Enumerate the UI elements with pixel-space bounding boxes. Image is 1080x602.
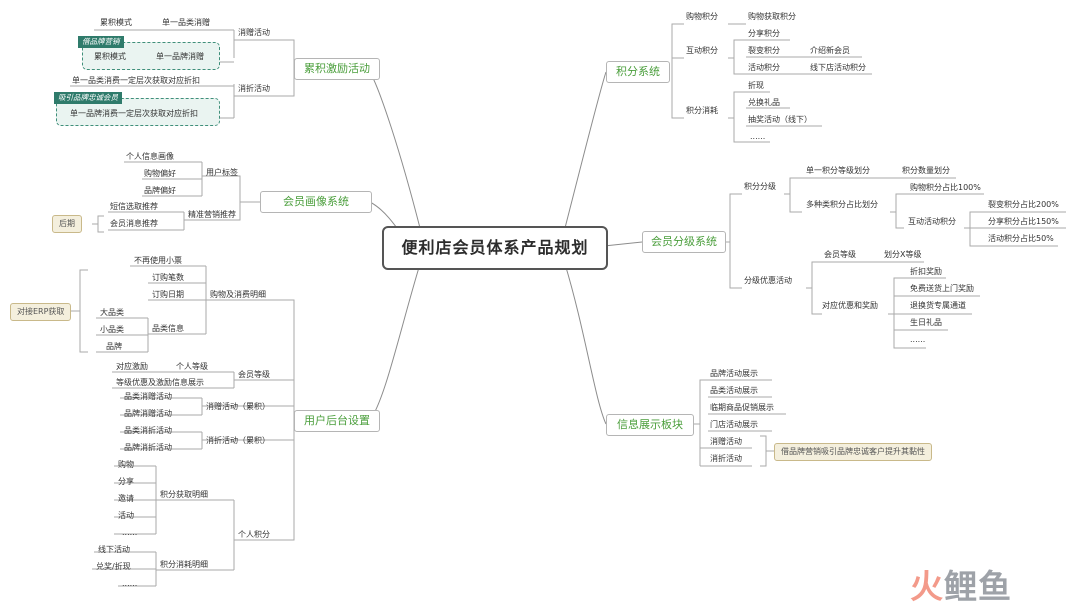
node-purchase[interactable]: 购物及消费明细 bbox=[210, 290, 266, 299]
node-points-division[interactable]: 积分分级 bbox=[744, 182, 776, 191]
node-purchase-item[interactable]: 订购笔数 bbox=[152, 273, 184, 282]
node-discount-activity[interactable]: 消折活动 bbox=[238, 84, 270, 93]
node-earn-item[interactable]: 活动 bbox=[118, 511, 134, 520]
node-purchase-item[interactable]: 订购日期 bbox=[152, 290, 184, 299]
watermark-logo: 火鲤鱼 bbox=[910, 567, 1012, 602]
node-user-tag-item[interactable]: 购物偏好 bbox=[144, 169, 176, 178]
node-category-item[interactable]: 品牌 bbox=[106, 342, 122, 351]
node-interact-item[interactable]: 分享积分 bbox=[748, 29, 780, 38]
node-display-item[interactable]: 品类活动展示 bbox=[710, 386, 758, 395]
node-category[interactable]: 品类信息 bbox=[152, 324, 184, 333]
node-gift-activity[interactable]: 消赠活动 bbox=[238, 28, 270, 37]
node-gift-item[interactable]: 累积模式 bbox=[100, 18, 132, 27]
node-consume-item[interactable]: 抽奖活动（线下） bbox=[748, 115, 812, 124]
node-interact-item[interactable]: 介绍新会员 bbox=[810, 46, 850, 55]
node-category-item[interactable]: 小品类 bbox=[100, 325, 124, 334]
node-personal-points[interactable]: 个人积分 bbox=[238, 530, 270, 539]
node-earn-item[interactable]: 邀请 bbox=[118, 494, 134, 503]
node-consume-item[interactable]: ...... bbox=[750, 132, 766, 141]
node-user-tag[interactable]: 用户标签 bbox=[206, 168, 238, 177]
node-level-item[interactable]: 对应激励 bbox=[116, 362, 148, 371]
node-earn-detail[interactable]: 积分获取明细 bbox=[160, 490, 208, 499]
node-earn-item[interactable]: 分享 bbox=[118, 477, 134, 486]
tag-brand-marketing: 借品牌营销 bbox=[78, 36, 124, 48]
node-display-item[interactable]: 门店活动展示 bbox=[710, 420, 758, 429]
node-marketing-item[interactable]: 会员消息推荐 bbox=[110, 219, 158, 228]
node-reward-item[interactable]: 退换货专属通道 bbox=[910, 301, 966, 310]
node-backend-discount[interactable]: 消折活动（累积） bbox=[206, 436, 270, 445]
node-consume-item[interactable]: 折现 bbox=[748, 81, 764, 90]
node-reward-item[interactable]: 免费送货上门奖励 bbox=[910, 284, 974, 293]
topic-portrait[interactable]: 会员画像系统 bbox=[260, 191, 372, 213]
topic-incentive[interactable]: 累积激励活动 bbox=[294, 58, 380, 80]
node-single-division-item[interactable]: 积分数量划分 bbox=[902, 166, 950, 175]
node-member-level[interactable]: 会员等级 bbox=[824, 250, 856, 259]
label-display-note: 借品牌营销吸引品牌忠诚客户提升其黏性 bbox=[774, 443, 932, 461]
node-discount-item[interactable]: 单一品牌消费一定层次获取对应折扣 bbox=[70, 109, 198, 118]
node-interact-item[interactable]: 活动积分 bbox=[748, 63, 780, 72]
node-spend-item[interactable]: 线下活动 bbox=[98, 545, 130, 554]
node-backend-discount-item[interactable]: 品类消折活动 bbox=[124, 426, 172, 435]
node-earn-item[interactable]: 购物 bbox=[118, 460, 134, 469]
node-gift-item[interactable]: 单一品牌消赠 bbox=[156, 52, 204, 61]
node-consume-points[interactable]: 积分消耗 bbox=[686, 106, 718, 115]
node-level[interactable]: 会员等级 bbox=[238, 370, 270, 379]
node-multi-item[interactable]: 活动积分占比50% bbox=[988, 234, 1054, 243]
node-category-item[interactable]: 大品类 bbox=[100, 308, 124, 317]
node-consume-item[interactable]: 兑换礼品 bbox=[748, 98, 780, 107]
node-display-item[interactable]: 消折活动 bbox=[710, 454, 742, 463]
node-discount-item[interactable]: 单一品类消费一定层次获取对应折扣 bbox=[72, 76, 200, 85]
node-multi-division[interactable]: 多种类积分占比划分 bbox=[806, 200, 878, 209]
node-level-item[interactable]: 等级优惠及激励信息展示 bbox=[116, 378, 204, 387]
node-reward-item[interactable]: 生日礼品 bbox=[910, 318, 942, 327]
node-backend-gift-item[interactable]: 品牌消赠活动 bbox=[124, 409, 172, 418]
node-shop-points[interactable]: 购物积分 bbox=[686, 12, 718, 21]
node-interact-points[interactable]: 互动积分 bbox=[686, 46, 718, 55]
tag-loyal-members: 吸引品牌忠诚会员 bbox=[54, 92, 122, 104]
topic-display[interactable]: 信息展示板块 bbox=[606, 414, 694, 436]
node-purchase-item[interactable]: 不再使用小票 bbox=[134, 256, 182, 265]
node-gift-item[interactable]: 单一品类消赠 bbox=[162, 18, 210, 27]
node-backend-discount-item[interactable]: 品牌消折活动 bbox=[124, 443, 172, 452]
node-display-item[interactable]: 临期商品促销展示 bbox=[710, 403, 774, 412]
label-later: 后期 bbox=[52, 215, 82, 233]
node-interact-item[interactable]: 裂变积分 bbox=[748, 46, 780, 55]
node-shop-points-item[interactable]: 购物获取积分 bbox=[748, 12, 796, 21]
node-spend-detail[interactable]: 积分消耗明细 bbox=[160, 560, 208, 569]
node-display-item[interactable]: 品牌活动展示 bbox=[710, 369, 758, 378]
node-backend-gift[interactable]: 消赠活动（累积） bbox=[206, 402, 270, 411]
node-user-tag-item[interactable]: 品牌偏好 bbox=[144, 186, 176, 195]
bracket-later bbox=[92, 215, 104, 233]
topic-backend[interactable]: 用户后台设置 bbox=[294, 410, 380, 432]
node-spend-item[interactable]: ...... bbox=[122, 579, 138, 588]
topic-points[interactable]: 积分系统 bbox=[606, 61, 670, 83]
node-level-item[interactable]: 个人等级 bbox=[176, 362, 208, 371]
node-reward-item[interactable]: ...... bbox=[910, 335, 926, 344]
node-benefit-activity[interactable]: 分级优惠活动 bbox=[744, 276, 792, 285]
node-multi-item[interactable]: 购物积分占比100% bbox=[910, 183, 981, 192]
node-reward-item[interactable]: 折扣奖励 bbox=[910, 267, 942, 276]
node-spend-item[interactable]: 兑奖/折现 bbox=[96, 562, 131, 571]
node-display-item[interactable]: 消赠活动 bbox=[710, 437, 742, 446]
root-topic[interactable]: 便利店会员体系产品规划 bbox=[382, 226, 608, 270]
node-marketing[interactable]: 精准营销推荐 bbox=[188, 210, 236, 219]
node-user-tag-item[interactable]: 个人信息画像 bbox=[126, 152, 174, 161]
node-single-division[interactable]: 单一积分等级划分 bbox=[806, 166, 870, 175]
node-member-level-item[interactable]: 划分X等级 bbox=[884, 250, 922, 259]
node-gift-item[interactable]: 累积模式 bbox=[94, 52, 126, 61]
dashed-group bbox=[56, 98, 220, 126]
node-reward[interactable]: 对应优惠和奖励 bbox=[822, 301, 878, 310]
node-earn-item[interactable]: ...... bbox=[122, 528, 138, 537]
node-multi-item[interactable]: 分享积分占比150% bbox=[988, 217, 1059, 226]
dashed-group bbox=[82, 42, 220, 70]
topic-grading[interactable]: 会员分级系统 bbox=[642, 231, 726, 253]
node-multi-item[interactable]: 互动活动积分 bbox=[908, 217, 956, 226]
node-marketing-item[interactable]: 短信选取推荐 bbox=[110, 202, 158, 211]
node-interact-item[interactable]: 线下店活动积分 bbox=[810, 63, 866, 72]
label-erp: 对接ERP获取 bbox=[10, 303, 72, 321]
node-multi-item[interactable]: 裂变积分占比200% bbox=[988, 200, 1059, 209]
node-backend-gift-item[interactable]: 品类消赠活动 bbox=[124, 392, 172, 401]
